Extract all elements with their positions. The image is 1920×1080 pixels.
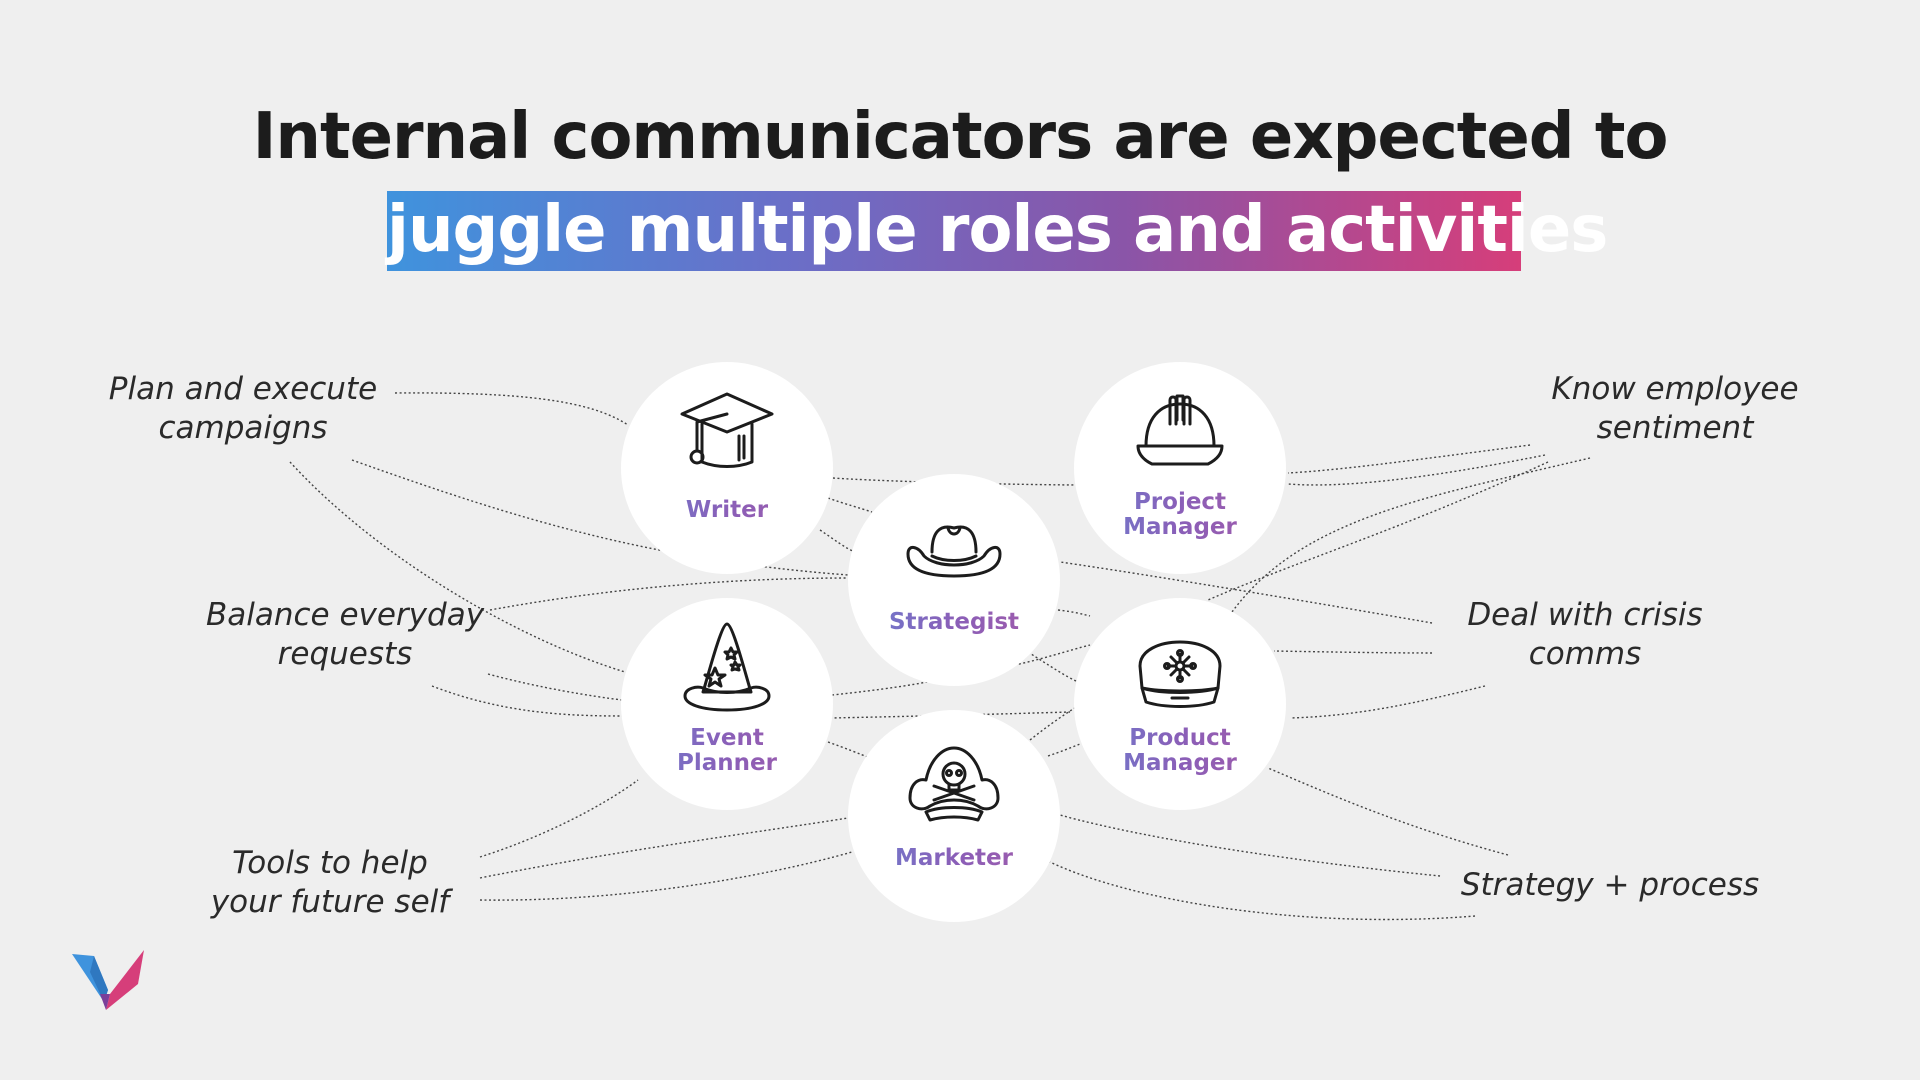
role-label-event-planner: Event Planner (621, 726, 833, 776)
brand-logo (72, 950, 144, 1010)
connector-line (1059, 814, 1441, 877)
role-marketer: Marketer (848, 710, 1060, 922)
connector-line (1009, 644, 1091, 667)
activity-line: requests (277, 636, 413, 672)
activity-know-sentiment: Know employee sentiment (1525, 370, 1825, 448)
role-label-project-manager: Project Manager (1074, 490, 1286, 540)
title-line-1: Internal communicators are expected to (252, 100, 1669, 174)
activity-line: sentiment (1596, 410, 1754, 446)
connector-line (1289, 685, 1486, 719)
wizard-hat-icon (683, 622, 771, 712)
activity-line: Plan and execute (108, 371, 378, 407)
role-writer: Writer (621, 362, 833, 574)
connector-line (1273, 650, 1433, 654)
connector-line (819, 529, 856, 553)
activity-line: Strategy + process (1460, 867, 1760, 903)
activity-balance-requests: Balance everyday requests (190, 596, 500, 674)
connector-line (1287, 454, 1546, 486)
connector-line (1027, 651, 1079, 683)
activity-strategy-process: Strategy + process (1450, 866, 1770, 905)
connector-line (489, 577, 849, 611)
cowboy-hat-icon (906, 525, 1002, 578)
role-label-line: Marketer (895, 845, 1013, 871)
role-label-strategist: Strategist (848, 610, 1060, 635)
connector-line (827, 741, 871, 759)
connector-line (832, 477, 1076, 486)
activity-crisis-comms: Deal with crisis comms (1440, 596, 1730, 674)
activity-tools-future-self: Tools to help your future self (185, 844, 475, 922)
role-label-line: Project (1133, 489, 1227, 515)
connector-line (827, 497, 873, 513)
role-label-line: Event (690, 725, 764, 751)
role-label-line: Manager (1123, 514, 1237, 540)
hard-hat-icon (1136, 394, 1224, 466)
connector-line (831, 679, 937, 696)
connector-line (1049, 861, 1476, 921)
role-label-product-manager: Product Manager (1074, 726, 1286, 776)
role-label-writer: Writer (621, 498, 833, 523)
graduation-cap-icon (680, 392, 774, 468)
title-line-2: juggle multiple roles and activities (387, 193, 1608, 267)
connector-line (289, 461, 626, 673)
connector-line (487, 673, 623, 701)
connector-line (1029, 705, 1079, 741)
police-cap-icon (1138, 640, 1222, 708)
connector-line (394, 392, 629, 426)
role-label-line: Writer (685, 497, 769, 523)
connector-line (479, 851, 853, 901)
role-project-manager: Project Manager (1074, 362, 1286, 574)
role-label-line: Product (1129, 725, 1231, 751)
role-label-line: Strategist (888, 609, 1020, 635)
role-label-marketer: Marketer (848, 846, 1060, 871)
connector-line (1287, 444, 1531, 474)
connector-line (1059, 561, 1433, 624)
activity-line: Tools to help (232, 845, 428, 881)
pirate-hat-icon (908, 746, 1000, 822)
connector-line (1057, 609, 1091, 617)
connector-line (351, 459, 849, 576)
connector-line (1267, 767, 1509, 856)
title-highlight-band (387, 191, 1521, 271)
connector-line (479, 779, 639, 858)
activity-line: your future self (210, 884, 450, 920)
connector-line (431, 685, 623, 717)
activity-line: Know employee (1551, 371, 1799, 407)
role-product-manager: Product Manager (1074, 598, 1286, 810)
connector-line (479, 817, 849, 879)
activity-line: comms (1528, 636, 1642, 672)
role-event-planner: Event Planner (621, 598, 833, 810)
connector-line (1231, 457, 1591, 613)
role-strategist: Strategist (848, 474, 1060, 686)
activity-line: Deal with crisis (1467, 597, 1703, 633)
role-label-line: Planner (677, 750, 777, 776)
activity-line: Balance everyday (205, 597, 485, 633)
activity-plan-and-execute: Plan and execute campaigns (88, 370, 398, 448)
activity-line: campaigns (158, 410, 328, 446)
role-label-line: Manager (1123, 750, 1237, 776)
